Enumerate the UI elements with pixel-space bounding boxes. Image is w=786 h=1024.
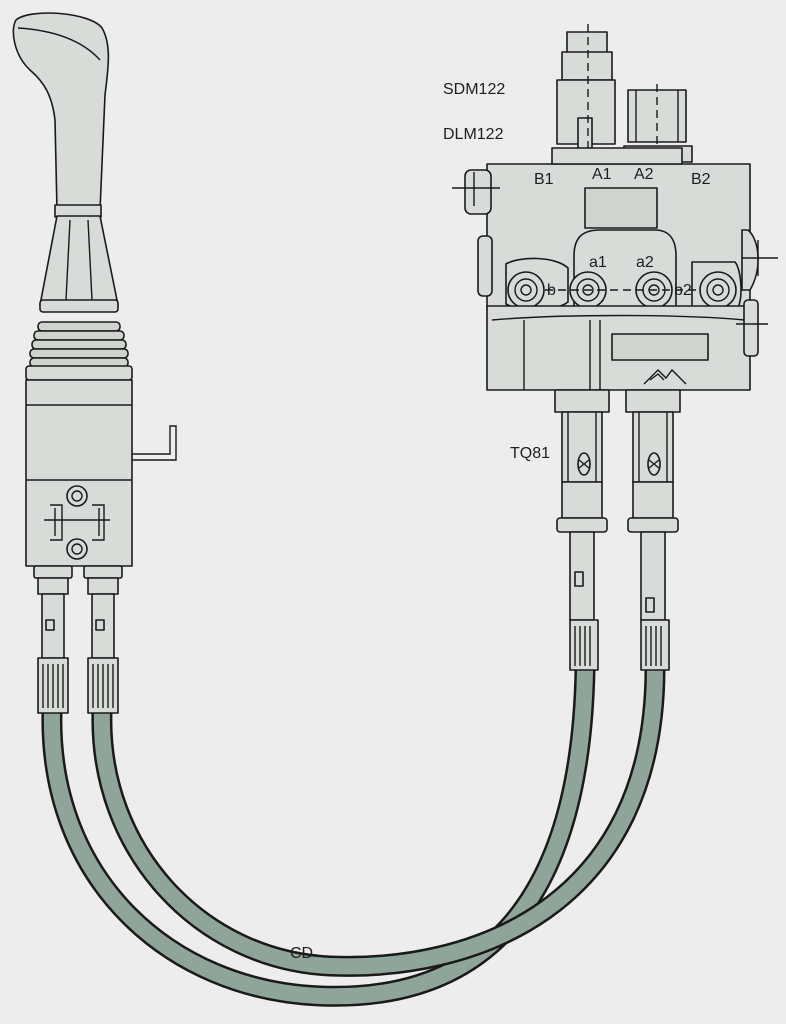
valve-connector-left bbox=[554, 389, 610, 671]
joystick-grip bbox=[12, 12, 110, 211]
valve-block bbox=[452, 24, 778, 391]
label-sdm122: SDM122 bbox=[443, 81, 505, 98]
port-label-a2-upper: A2 bbox=[634, 166, 654, 183]
port-label-b2: B2 bbox=[691, 171, 711, 188]
port-label-b-lower: b bbox=[547, 282, 556, 299]
brand-logo-icon bbox=[643, 368, 687, 385]
port-label-b1: B1 bbox=[534, 171, 554, 188]
joystick-housing bbox=[25, 379, 133, 567]
joystick-connector-right bbox=[83, 565, 123, 714]
joystick-bellows bbox=[29, 321, 129, 368]
solenoid-sdm122 bbox=[556, 24, 616, 165]
valve-connector-right bbox=[625, 389, 681, 671]
port-b2 bbox=[691, 261, 742, 313]
label-cd: CD bbox=[290, 945, 313, 962]
port-label-b2-lower: b2 bbox=[674, 282, 692, 299]
joystick-side-lever bbox=[132, 425, 177, 461]
port-label-a2-lower: a2 bbox=[636, 254, 654, 271]
port-b bbox=[505, 257, 569, 311]
control-cables bbox=[41, 667, 666, 1007]
joystick-assembly bbox=[12, 12, 177, 714]
port-label-a1-upper: A1 bbox=[592, 166, 612, 183]
joystick-stem bbox=[39, 215, 119, 306]
label-dlm122: DLM122 bbox=[443, 126, 504, 143]
label-tq81: TQ81 bbox=[510, 445, 550, 462]
joystick-connector-left bbox=[33, 565, 73, 714]
port-label-a1-lower: a1 bbox=[589, 254, 607, 271]
